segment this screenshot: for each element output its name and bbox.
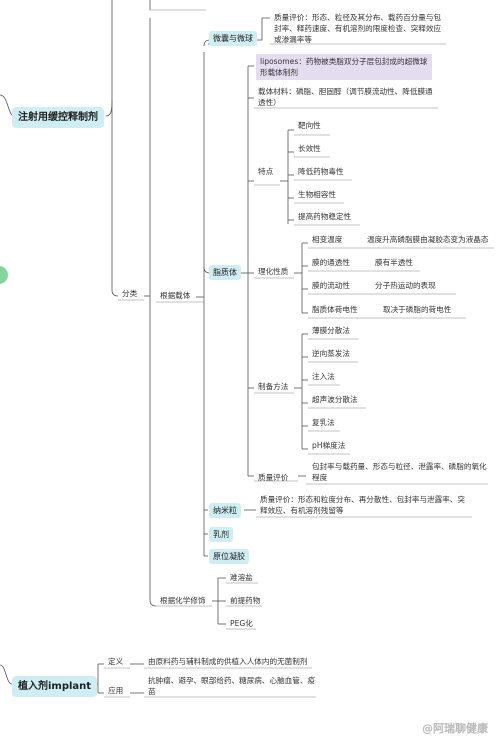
prep-item: 超声波分散法: [312, 395, 358, 404]
feature-item: 提高药物稳定性: [298, 212, 352, 221]
root-implant[interactable]: 植入剂implant: [12, 676, 98, 697]
prep-item: 复乳法: [312, 418, 335, 427]
side-marker: [0, 266, 8, 284]
physchem-desc: 分子热运动的表现: [375, 281, 436, 290]
micro-quality: 质量评价：形态、粒径及其分布、载药百分量与包封率、释药速度、有机溶剂的限度检查、…: [274, 13, 442, 44]
prep-item: 注入法: [312, 372, 335, 381]
node-liposome[interactable]: 脂质体: [209, 265, 241, 280]
feature-item: 长效性: [298, 144, 321, 153]
liposome-quality: 包封率与载药量、形态与粒径、泄露率、磷脂的氧化程度: [312, 462, 487, 482]
node-prep-methods[interactable]: 制备方法: [258, 382, 289, 391]
physchem-name: 脂质体荷电性: [312, 305, 358, 314]
node-application[interactable]: 应用: [108, 686, 124, 695]
node-nanoparticle[interactable]: 纳米粒: [209, 503, 241, 518]
node-physchem[interactable]: 理化性质: [258, 267, 289, 276]
nano-quality: 质量评价：形态和粒度分布、再分散性、包封率与泄露率、突释效应、有机溶剂残留等: [260, 495, 466, 515]
liposome-definition: liposomes：药物被类脂双分子层包封成的超微球形载体制剂: [256, 54, 432, 80]
node-emulsion[interactable]: 乳剂: [209, 527, 233, 542]
feature-item: 生物相容性: [298, 190, 336, 199]
node-in-situ-gel[interactable]: 原位凝胶: [209, 549, 249, 564]
node-by-carrier[interactable]: 根据载体: [160, 291, 191, 300]
node-classification[interactable]: 分类: [122, 289, 138, 298]
node-microcapsule[interactable]: 微囊与微球: [209, 31, 257, 46]
node-features[interactable]: 特点: [258, 167, 274, 176]
prep-item: 逆向蒸发法: [312, 349, 350, 358]
physchem-desc: 温度升高磷脂膜由凝胶态变为液晶态: [367, 235, 489, 244]
physchem-name: 膜的通透性: [312, 258, 350, 267]
feature-item: 降低药物毒性: [298, 167, 344, 176]
physchem-desc: 取决于磷脂的荷电性: [383, 305, 452, 314]
prep-item: 薄膜分散法: [312, 326, 350, 335]
physchem-desc: 膜有半透性: [375, 258, 413, 267]
node-definition[interactable]: 定义: [108, 657, 124, 666]
implant-definition: 由原料药与辅料制成的供植入人体内的无菌制剂: [148, 657, 308, 666]
chem-item: 难溶盐: [230, 573, 253, 582]
root-injection-sustained-release[interactable]: 注射用缓控释制剂: [12, 107, 104, 128]
node-by-chem[interactable]: 根据化学修饰: [160, 596, 206, 605]
feature-item: 靶向性: [298, 121, 321, 130]
watermark: @阿瑞聊健康: [422, 722, 488, 735]
physchem-name: 相变温度: [312, 235, 343, 244]
node-liposome-quality[interactable]: 质量评价: [258, 473, 289, 482]
chem-item: PEG化: [230, 619, 253, 628]
liposome-materials: 载体材料：磷脂、胆固醇（调节膜流动性、降低膜通透性）: [258, 87, 433, 107]
chem-item: 前提药物: [230, 596, 261, 605]
implant-application: 抗肿瘤、避孕、眼部给药、糖尿病、心脑血管、疫苗: [148, 676, 316, 696]
physchem-name: 膜的流动性: [312, 281, 350, 290]
prep-item: pH梯度法: [312, 441, 346, 450]
